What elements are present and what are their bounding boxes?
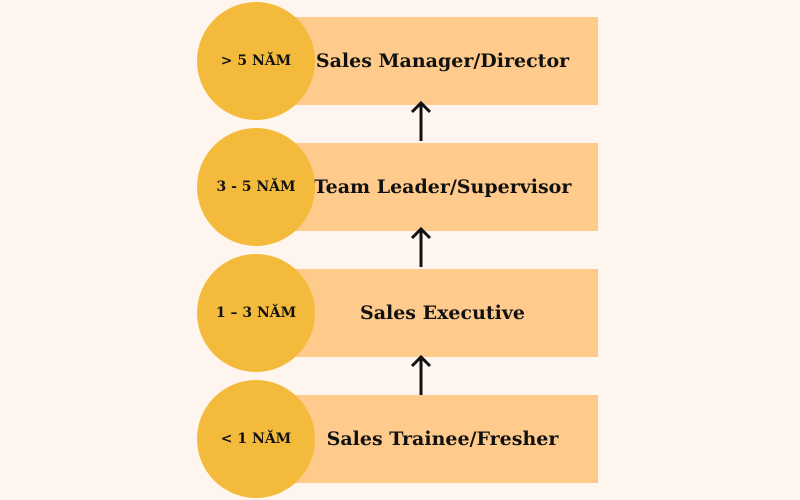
career-step-executive: Sales Executive 1 – 3 NĂM [197, 254, 598, 372]
career-step-trainee: Sales Trainee/Fresher < 1 NĂM [197, 380, 598, 498]
arrow-up-icon [410, 354, 432, 395]
career-step-manager: Sales Manager/Director > 5 NĂM [197, 2, 598, 120]
step-title: Sales Executive [359, 302, 526, 324]
step-title: Sales Trainee/Fresher [326, 428, 559, 450]
step-title: Team Leader/Supervisor [313, 176, 572, 198]
experience-circle: 3 - 5 NĂM [197, 128, 315, 246]
career-step-team-leader: Team Leader/Supervisor 3 - 5 NĂM [197, 128, 598, 246]
step-title: Sales Manager/Director [315, 50, 570, 72]
arrow-up-icon [410, 100, 432, 141]
experience-circle: > 5 NĂM [197, 2, 315, 120]
arrow-up-icon [410, 226, 432, 267]
experience-circle: < 1 NĂM [197, 380, 315, 498]
experience-circle: 1 – 3 NĂM [197, 254, 315, 372]
